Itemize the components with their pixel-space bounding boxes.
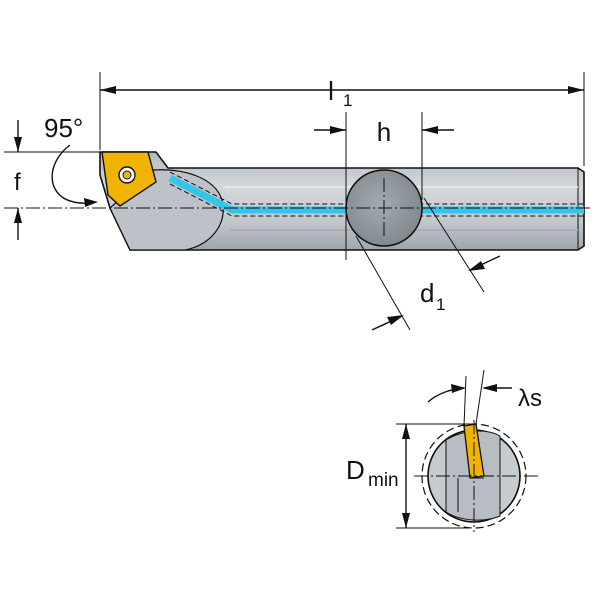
dmin-label: D — [346, 455, 365, 485]
d1-label: d — [420, 278, 434, 308]
section-view — [414, 420, 538, 532]
lambda-label: λs — [518, 385, 542, 412]
dimension-lambda — [427, 369, 512, 427]
bar-shank — [99, 151, 585, 251]
l1-label: l — [328, 76, 334, 106]
insert-screw — [122, 170, 132, 180]
d1-subscript: 1 — [436, 295, 445, 314]
dimension-dmin — [396, 423, 470, 529]
dimension-h — [314, 112, 454, 260]
angle-label: 95° — [44, 113, 83, 143]
dimension-f — [4, 120, 100, 240]
h-label: h — [377, 117, 391, 147]
l1-subscript: 1 — [343, 91, 352, 110]
dimension-l1 — [99, 72, 585, 166]
angle-95 — [51, 144, 98, 207]
cutting-insert — [101, 151, 157, 207]
coolant-channel — [168, 171, 584, 217]
dmin-subscript: min — [368, 470, 399, 491]
dimension-d1 — [355, 197, 501, 331]
f-label: f — [14, 169, 21, 196]
